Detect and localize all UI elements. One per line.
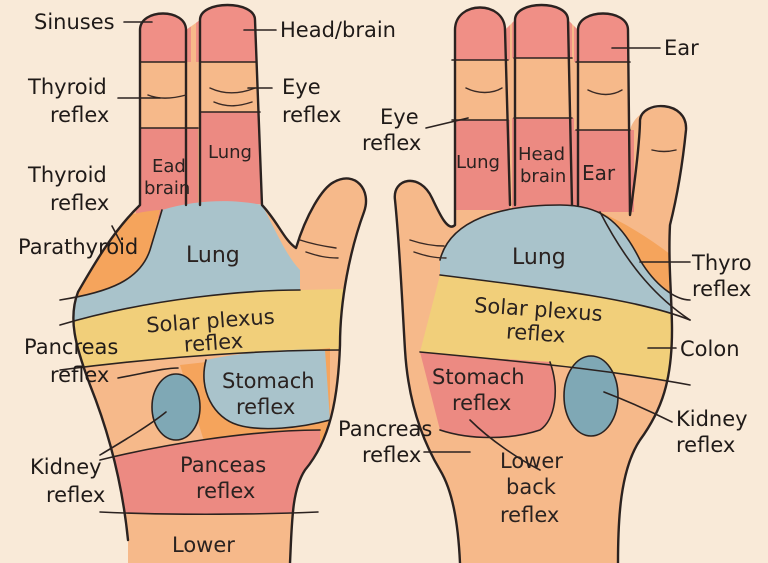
left-finger-lines (139, 111, 261, 129)
zone-right-stomach-line2: reflex (452, 391, 511, 415)
zone-right-lower-back-line2: back (506, 475, 557, 499)
label-head-brain: Head/brain (280, 18, 396, 42)
label-eye-left-line1: Eye (282, 75, 321, 99)
label-pancreas-left-line1: Pancreas (24, 335, 118, 359)
leader-pancreas-left (117, 367, 179, 379)
zone-left-stomach-line2: reflex (236, 395, 295, 419)
leader-kidney-right (603, 391, 673, 423)
left-stomach-zone (203, 349, 330, 429)
right-kidney-outline (563, 355, 619, 437)
label-pancreas-left-line2: reflex (50, 363, 109, 387)
right-solar-zone (420, 275, 687, 385)
zone-right-ear: Ear (582, 161, 616, 185)
right-pancreas-line (469, 419, 541, 471)
zone-left-panceas-line2: reflex (196, 479, 255, 503)
right-kidney-zone (564, 356, 618, 436)
right-lung-zone (440, 205, 687, 320)
right-stomach-zone (420, 352, 556, 438)
zone-left-stomach-line1: Stomach (222, 369, 315, 393)
left-tip-index (136, 5, 191, 62)
zone-left-ead: Ead (152, 156, 186, 177)
left-solar-zone (73, 288, 367, 370)
zone-left-panceas-line1: Panceas (180, 453, 266, 477)
left-stomach-outline (203, 359, 331, 430)
label-thyroid-2-line2: reflex (50, 191, 109, 215)
zone-right-lower-back-line3: reflex (500, 503, 559, 527)
zone-right-brain: brain (520, 166, 566, 187)
label-parathyroid: Parathyroid (18, 235, 138, 259)
label-kidney-left-line2: reflex (46, 483, 105, 507)
zone-left-lung: Lung (186, 243, 240, 268)
label-thyro-line2: reflex (692, 277, 751, 301)
leader-kidney-left (99, 411, 167, 456)
left-zone-line-4 (99, 429, 321, 461)
left-tip-middle (196, 5, 260, 62)
label-thyro-line1: Thyro (691, 251, 752, 275)
right-lung-finger-zone (450, 120, 510, 210)
zone-left-lung-finger: Lung (208, 142, 252, 163)
right-tip-ring (450, 5, 510, 60)
zone-right-solar-line2: reflex (505, 319, 566, 347)
label-thyroid-2-line1: Thyroid (27, 163, 107, 187)
left-creases (147, 87, 339, 259)
right-zone-line-2 (439, 274, 691, 321)
left-hand-outline (72, 3, 368, 563)
left-zone-line-2 (59, 289, 301, 326)
right-head-brain-zone (512, 118, 574, 210)
label-eye-right-line2: reflex (362, 131, 421, 155)
left-zone-line-3 (59, 349, 341, 371)
label-sinuses: Sinuses (34, 10, 115, 34)
right-tip-middle (512, 5, 572, 58)
right-ear-zone (574, 130, 634, 212)
zone-left-brain: brain (144, 178, 190, 199)
zone-right-head: Head (518, 144, 565, 165)
label-thyroid-1-line2: reflex (50, 103, 109, 127)
leader-thyroid-2 (111, 225, 123, 246)
right-tip-index (574, 5, 634, 62)
right-hand-outline (393, 3, 688, 563)
label-eye-left-line2: reflex (282, 103, 341, 127)
zone-right-lower-back-line1: Lower (500, 449, 563, 473)
zone-left-lower: Lower (172, 533, 235, 557)
leader-eye-right (425, 117, 469, 129)
leader-lines (99, 21, 691, 456)
left-lung-finger-zone (200, 112, 262, 204)
left-ead-brain-zone (136, 128, 198, 218)
label-colon: Colon (680, 337, 740, 361)
label-eye-right-line1: Eye (380, 105, 419, 129)
label-kidney-left-line1: Kidney (30, 455, 102, 479)
label-pancreas-right-line2: reflex (362, 443, 421, 467)
label-ear: Ear (664, 36, 699, 60)
right-creases (409, 87, 677, 259)
label-pancreas-right-line1: Pancreas (338, 417, 432, 441)
right-thyro-outline (599, 211, 691, 321)
left-kidney-outline (151, 373, 201, 441)
zone-right-lung-finger: Lung (456, 152, 500, 173)
left-panceas-zone (100, 430, 320, 515)
label-kidney-right-line1: Kidney (676, 407, 748, 431)
label-kidney-right-line2: reflex (676, 433, 735, 457)
right-zone-line-3 (419, 351, 691, 386)
label-thyroid-1-line1: Thyroid (27, 75, 107, 99)
zone-right-stomach-line1: Stomach (432, 365, 525, 389)
right-tip-lines (451, 57, 631, 63)
zone-right-lung: Lung (512, 245, 566, 270)
zone-left-solar-line2: reflex (183, 329, 244, 357)
left-kidney-zone (152, 374, 200, 440)
right-zone-line-1 (439, 204, 691, 301)
right-stomach-outline (439, 361, 556, 439)
